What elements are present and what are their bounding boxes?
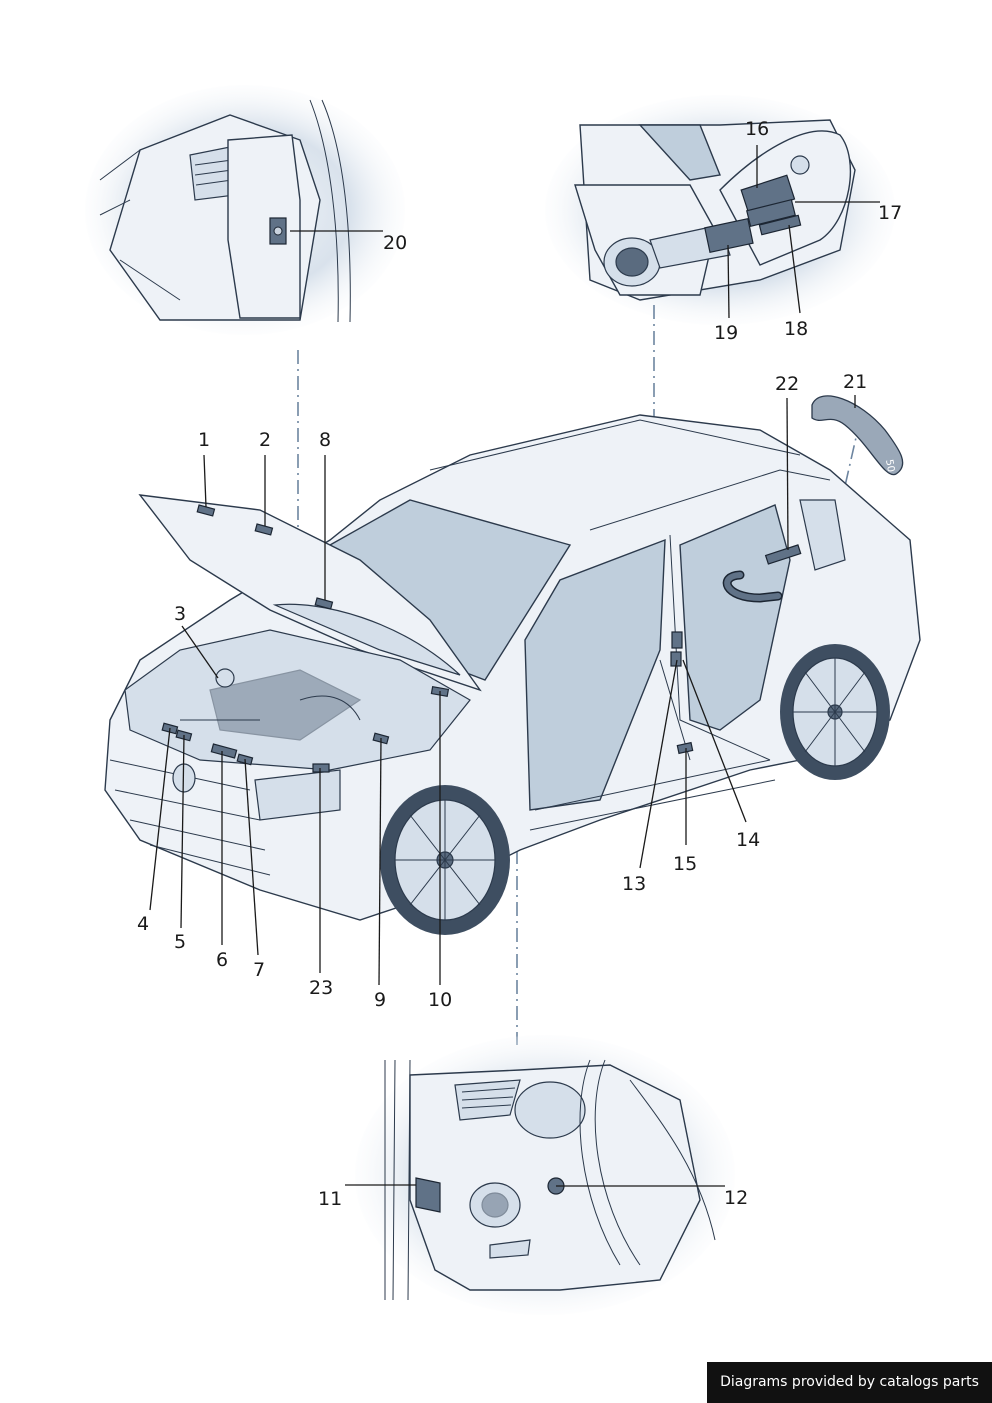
callout-23: 23 — [309, 977, 333, 999]
callout-10: 10 — [428, 989, 452, 1011]
callout-12: 12 — [724, 1187, 748, 1209]
callout-5: 5 — [174, 931, 186, 953]
inset-fuel-filler — [545, 95, 895, 325]
callout-11: 11 — [318, 1188, 342, 1210]
credit-banner: Diagrams provided by catalogs parts — [707, 1362, 992, 1403]
front-wheel — [380, 785, 510, 935]
callout-4: 4 — [137, 913, 149, 935]
callout-9: 9 — [374, 989, 386, 1011]
leader-dashed-tyre — [834, 419, 861, 531]
callout-22: 22 — [775, 373, 799, 395]
tyre-label-left: 80 — [817, 424, 832, 440]
callout-16: 16 — [745, 118, 769, 140]
callout-3: 3 — [174, 603, 186, 625]
callout-21: 21 — [843, 371, 867, 393]
callout-18: 18 — [784, 318, 808, 340]
vehicle-body — [104, 414, 921, 935]
callout-20: 20 — [383, 232, 407, 254]
callout-19: 19 — [714, 322, 738, 344]
callout-14: 14 — [736, 829, 760, 851]
callout-2: 2 — [259, 429, 271, 451]
inset-light-switch — [355, 1035, 735, 1315]
callout-13: 13 — [622, 873, 646, 895]
rear-wheel — [780, 644, 890, 780]
tyre-label-sticker: 80 50 — [811, 395, 904, 476]
callout-17: 17 — [878, 202, 902, 224]
callout-numbers: 1 2 3 4 5 6 7 8 9 10 11 12 13 14 15 16 1… — [137, 118, 902, 1210]
callout-leaders — [149, 145, 880, 1187]
callout-15: 15 — [673, 853, 697, 875]
tyre-label-right: 50 — [883, 459, 896, 473]
inset-dashboard-pillar — [85, 85, 405, 335]
callout-1: 1 — [198, 429, 210, 451]
callout-8: 8 — [319, 429, 331, 451]
callout-7: 7 — [253, 959, 265, 981]
callout-6: 6 — [216, 949, 228, 971]
